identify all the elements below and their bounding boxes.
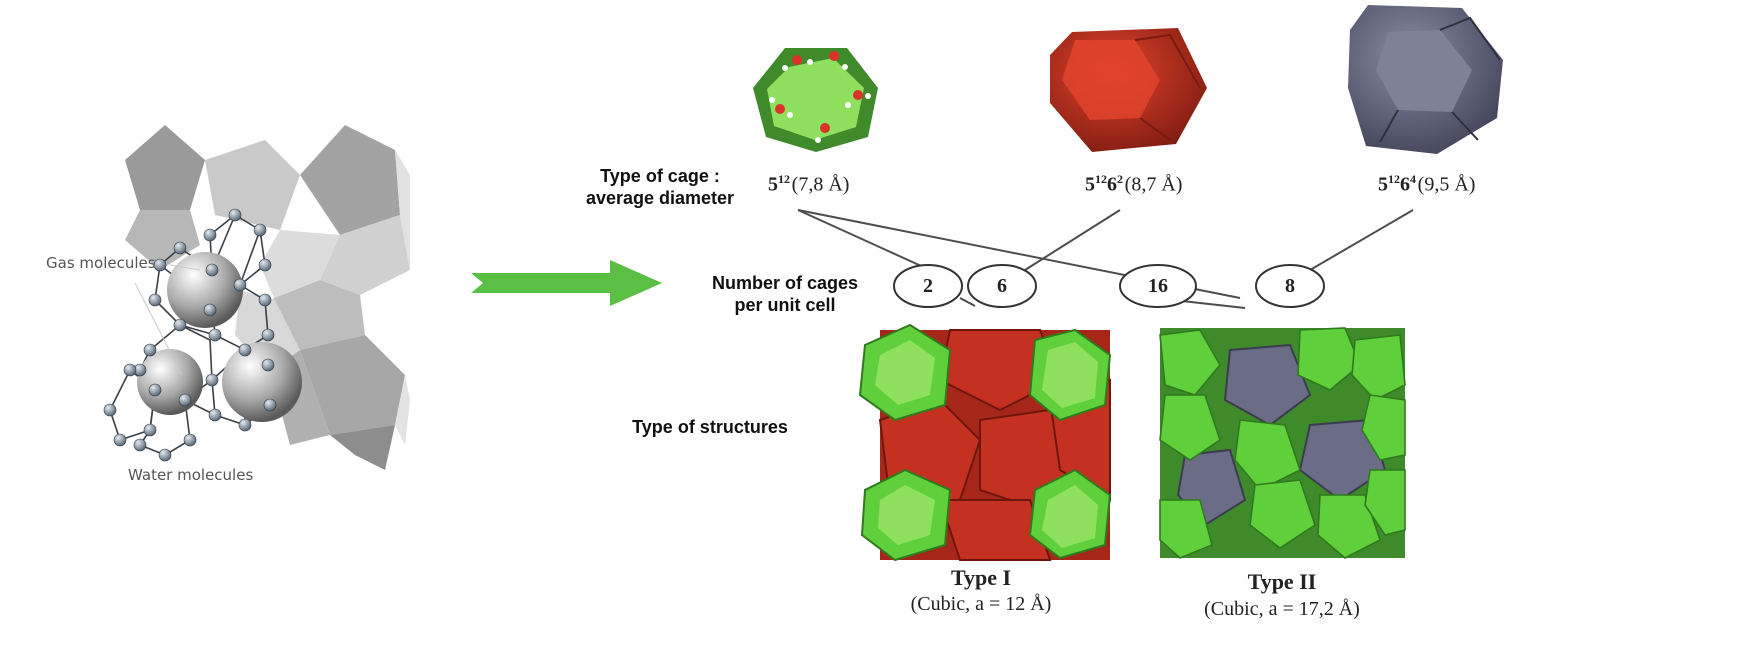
count-value: 6 <box>997 275 1007 297</box>
type-ii-structure-illustration <box>1159 327 1406 559</box>
water-molecules-label: Water molecules <box>128 466 254 484</box>
count-value: 8 <box>1285 275 1295 297</box>
type-i-title: Type I <box>950 565 1012 590</box>
type-i-subtitle: (Cubic, a = 12 Å) <box>910 593 1052 615</box>
cage-formula-5-12-6-2: 51262 (8,7 Å) <box>1085 172 1183 196</box>
count-value: 16 <box>1148 275 1168 297</box>
cages-per-cell-label-line2: per unit cell <box>734 295 836 315</box>
type-ii-subtitle: (Cubic, a = 17,2 Å) <box>1204 598 1360 620</box>
count-ellipse <box>1119 264 1197 308</box>
cage-type-label-line1: Type of cage : <box>600 166 720 186</box>
cage-type-label-line2: average diameter <box>585 188 735 208</box>
cage-type-row-label: Type of cage : average diameter <box>575 165 745 209</box>
gas-molecule-sphere <box>167 252 243 328</box>
cage-formula-5-12: 512 (7,8 Å) <box>768 172 850 196</box>
cage-5-12-illustration <box>753 48 878 152</box>
count-ellipse <box>967 264 1037 308</box>
type-i-structure-illustration <box>858 323 1112 562</box>
gas-molecule-sphere <box>137 349 203 415</box>
gas-molecules-label: Gas molecules <box>46 254 156 272</box>
cage-5-12-6-4-illustration <box>1348 5 1503 154</box>
structures-row-label: Type of structures <box>632 417 788 437</box>
gas-molecule-sphere <box>222 342 302 422</box>
count-ellipse <box>893 264 963 308</box>
count-ellipses: 2 6 16 8 <box>893 264 1325 308</box>
clathrate-cage-illustration <box>103 125 410 470</box>
type-ii-title: Type II <box>1247 569 1317 594</box>
cages-per-cell-row-label: Number of cages per unit cell <box>700 272 870 316</box>
cage-formula-5-12-6-4: 51264 (9,5 Å) <box>1378 172 1476 196</box>
count-ellipse <box>1255 264 1325 308</box>
transition-arrow <box>471 260 662 306</box>
cages-per-cell-label-line1: Number of cages <box>711 273 859 293</box>
count-value: 2 <box>923 275 933 297</box>
cage-5-12-6-2-illustration <box>1050 28 1207 152</box>
